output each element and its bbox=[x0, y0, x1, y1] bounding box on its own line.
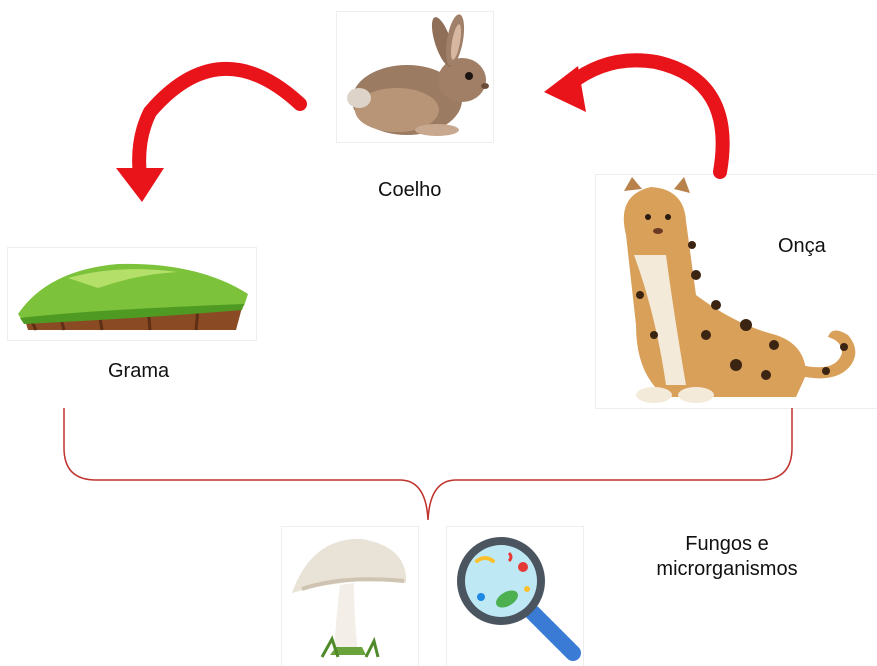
label-decompositores-line1: Fungos e bbox=[642, 532, 812, 557]
arrow-rabbit-to-grass bbox=[139, 69, 300, 176]
arrow-jaguar-to-rabbit bbox=[570, 60, 723, 172]
label-coelho: Coelho bbox=[378, 178, 441, 203]
label-decompositores-line2: microrganismos bbox=[642, 557, 812, 582]
label-onca: Onça bbox=[778, 234, 826, 259]
arrowhead-left bbox=[116, 168, 164, 202]
label-grama: Grama bbox=[108, 359, 169, 384]
decomposer-bracket bbox=[64, 408, 792, 520]
label-decompositores: Fungos e microrganismos bbox=[642, 532, 812, 582]
